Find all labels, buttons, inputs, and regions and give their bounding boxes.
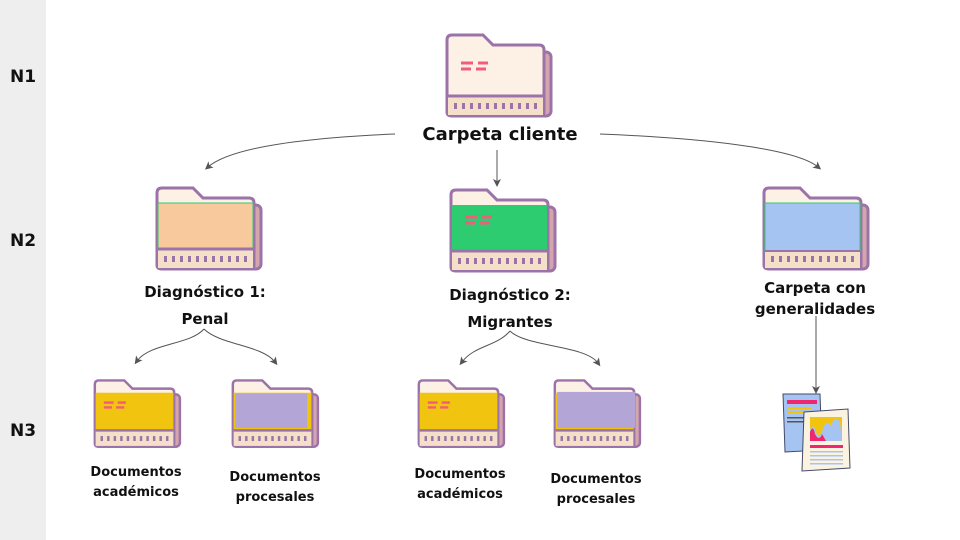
level-label-n2: N2 [9, 231, 37, 251]
folder-icon [445, 33, 553, 118]
label-documentos-procesales-2: Documentos procesales [536, 470, 656, 510]
folder-documentos-academicos-1[interactable] [91, 378, 187, 450]
connector-migrantes-to-academicos [459, 330, 511, 366]
label-line1: Diagnóstico 1: [144, 283, 266, 301]
folder-icon [93, 379, 182, 448]
folder-documentos-procesales-2[interactable] [551, 378, 647, 450]
folder-icon [762, 186, 870, 271]
folder-carpeta-cliente[interactable] [443, 32, 559, 120]
label-line1: Documentos [414, 467, 506, 482]
connector-root-to-generalidades [599, 133, 822, 170]
level-label-n3: N3 [9, 421, 37, 441]
folder-icon [155, 186, 263, 271]
documents-illustration[interactable] [780, 392, 852, 472]
label-line2: académicos [93, 485, 179, 500]
folder-generalidades[interactable] [760, 185, 876, 273]
label-diagnostico-2: Diagnóstico 2: Migrantes [425, 282, 595, 336]
connector-root-to-penal [204, 133, 396, 170]
label-carpeta-cliente: Carpeta cliente [422, 124, 578, 145]
documents-icon [782, 393, 851, 472]
label-documentos-academicos-2: Documentos académicos [400, 465, 520, 505]
label-line2: generalidades [754, 300, 876, 318]
label-line2: procesales [556, 492, 636, 507]
level-sidebar [0, 0, 46, 540]
connector-penal-to-procesales [203, 328, 278, 366]
connector-migrantes-to-procesales [509, 330, 601, 367]
label-line2: Migrantes [467, 313, 553, 331]
folder-documentos-procesales-1[interactable] [229, 378, 325, 450]
folder-diagnostico-1[interactable] [153, 185, 269, 273]
label-line1: Documentos [90, 465, 182, 480]
label-line2: académicos [417, 487, 503, 502]
label-line2: procesales [235, 490, 315, 505]
label-generalidades: Carpeta con generalidades [730, 278, 900, 320]
folder-icon [449, 188, 557, 273]
label-diagnostico-1: Diagnóstico 1: Penal [120, 279, 290, 333]
label-documentos-procesales-1: Documentos procesales [215, 468, 335, 508]
label-line1: Documentos [550, 472, 642, 487]
label-documentos-academicos-1: Documentos académicos [76, 463, 196, 503]
folder-documentos-academicos-2[interactable] [415, 378, 511, 450]
label-line1: Diagnóstico 2: [449, 286, 571, 304]
label-line2: Penal [181, 310, 229, 328]
connector-penal-to-academicos [134, 328, 205, 365]
folder-icon [553, 379, 642, 448]
folder-icon [231, 379, 320, 448]
level-label-n1: N1 [9, 67, 37, 87]
folder-icon [417, 379, 506, 448]
folder-diagnostico-2[interactable] [447, 187, 563, 275]
label-line1: Documentos [229, 470, 321, 485]
label-line1: Carpeta con [764, 279, 866, 297]
